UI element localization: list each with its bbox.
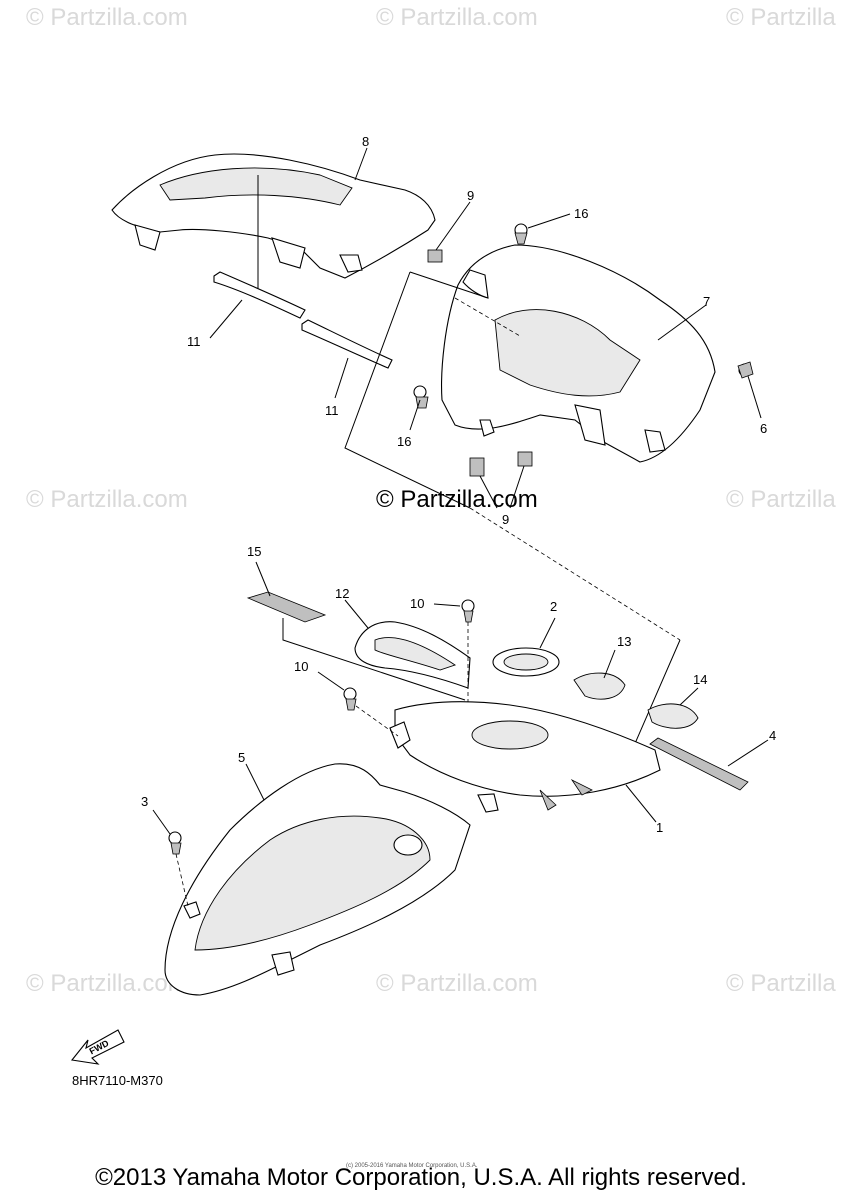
callout-9-top: 9 bbox=[467, 188, 474, 203]
leader-12 bbox=[344, 599, 369, 629]
clip-9-top bbox=[427, 249, 443, 263]
dash-10-left bbox=[355, 705, 399, 737]
leader-11-a bbox=[209, 299, 243, 339]
callout-3: 3 bbox=[141, 794, 148, 809]
screw-3 bbox=[168, 831, 182, 855]
callout-10-top: 10 bbox=[410, 596, 424, 611]
group-frame-lower bbox=[282, 618, 681, 756]
part-15-label bbox=[246, 591, 327, 623]
callout-11-b: 11 bbox=[325, 403, 339, 418]
watermark-bottom-left: © Partzilla.com bbox=[26, 970, 188, 997]
watermark-top-right: © Partzilla bbox=[726, 4, 836, 31]
watermark-top-left: © Partzilla.com bbox=[26, 4, 188, 31]
watermark-bottom-right: © Partzilla bbox=[726, 970, 836, 997]
dash-connector-lower bbox=[469, 507, 681, 641]
leader-11-b bbox=[334, 357, 349, 399]
callout-5: 5 bbox=[238, 750, 245, 765]
watermark-bottom-center: © Partzilla.com bbox=[376, 970, 538, 997]
screw-6 bbox=[737, 361, 754, 379]
screw-10-left bbox=[343, 687, 357, 711]
leader-9-bottom-b bbox=[509, 465, 525, 509]
watermark-mid-left: © Partzilla.com bbox=[26, 486, 188, 513]
part-5-cowl bbox=[164, 763, 471, 996]
callout-6: 6 bbox=[760, 421, 767, 436]
leader-16-top bbox=[527, 213, 571, 229]
screw-16-top bbox=[514, 223, 528, 245]
fwd-arrow-icon: FWD bbox=[70, 1029, 125, 1065]
screw-16-bottom bbox=[413, 385, 429, 409]
callout-15: 15 bbox=[247, 544, 261, 559]
leader-4 bbox=[727, 739, 769, 767]
callout-12: 12 bbox=[335, 586, 349, 601]
callout-16-bottom: 16 bbox=[397, 434, 411, 449]
callout-1: 1 bbox=[656, 820, 663, 835]
callout-7: 7 bbox=[703, 294, 710, 309]
leader-5 bbox=[245, 763, 265, 801]
watermark-mid-right: © Partzilla bbox=[726, 486, 836, 513]
part-2-grommet bbox=[492, 647, 560, 677]
callout-4: 4 bbox=[769, 728, 776, 743]
dash-3 bbox=[175, 853, 189, 907]
leader-16-bottom bbox=[409, 399, 421, 431]
part-11-strip-a bbox=[213, 271, 306, 319]
callout-2: 2 bbox=[550, 599, 557, 614]
leader-13 bbox=[603, 649, 616, 679]
part-12-duct bbox=[354, 621, 471, 689]
part-7-panel bbox=[441, 244, 716, 463]
part-13-label bbox=[573, 672, 626, 700]
watermark-top-center: © Partzilla.com bbox=[376, 4, 538, 31]
callout-11-a: 11 bbox=[187, 334, 201, 349]
dash-connector-upper bbox=[454, 297, 521, 337]
diagram-code: 8HR7110-M370 bbox=[72, 1073, 163, 1088]
group-frame-upper bbox=[344, 271, 489, 509]
leader-7 bbox=[657, 304, 707, 341]
leader-15 bbox=[255, 561, 271, 597]
callout-13: 13 bbox=[617, 634, 631, 649]
leader-6 bbox=[747, 375, 762, 419]
leader-10-top bbox=[433, 603, 461, 607]
clips-9-bottom bbox=[469, 451, 533, 477]
leader-1 bbox=[625, 784, 657, 823]
leader-8 bbox=[354, 147, 368, 181]
part-4-strip bbox=[649, 737, 749, 791]
watermark-center: © Partzilla.com bbox=[376, 486, 538, 513]
tiny-copyright-note: (c) 2005-2016 Yamaha Motor Corporation, … bbox=[346, 1163, 478, 1169]
callout-14: 14 bbox=[693, 672, 707, 687]
leader-3 bbox=[152, 809, 171, 835]
part-14-label bbox=[647, 703, 699, 729]
callout-9-bottom: 9 bbox=[502, 512, 509, 527]
part-1-base bbox=[389, 701, 661, 813]
leader-9-bottom-a bbox=[479, 475, 498, 509]
callout-8: 8 bbox=[362, 134, 369, 149]
leader-14 bbox=[679, 687, 699, 706]
leader-9-top bbox=[435, 201, 471, 251]
leader-10-left bbox=[317, 671, 345, 691]
part-11-strip-b bbox=[301, 319, 393, 369]
callout-10-left: 10 bbox=[294, 659, 308, 674]
copyright-footer: ©2013 Yamaha Motor Corporation, U.S.A. A… bbox=[95, 1164, 747, 1191]
part-8-cover bbox=[111, 153, 436, 279]
callout-16-top: 16 bbox=[574, 206, 588, 221]
screw-10-top bbox=[461, 599, 475, 623]
leader-2 bbox=[539, 617, 556, 649]
